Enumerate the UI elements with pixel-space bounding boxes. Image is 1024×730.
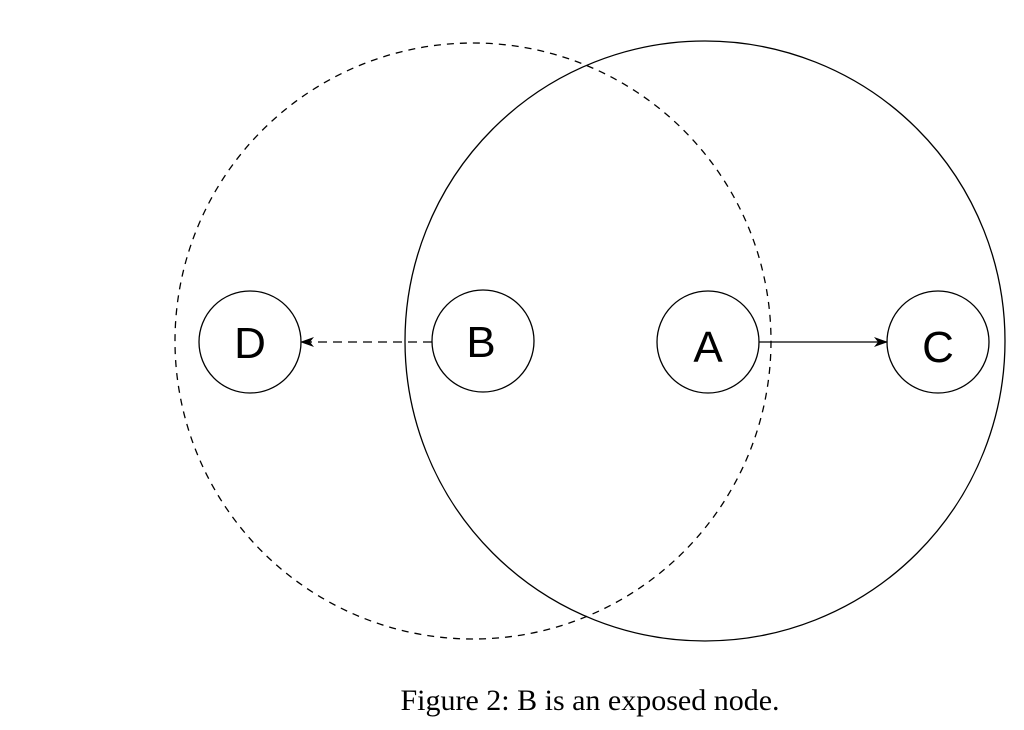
node-c-label: C bbox=[922, 323, 954, 372]
figure-caption: Figure 2: B is an exposed node. bbox=[400, 684, 780, 717]
node-b-label: B bbox=[466, 318, 495, 367]
node-d-label: D bbox=[234, 319, 266, 368]
range-circle-a-solid bbox=[404, 40, 1006, 642]
node-a-label: A bbox=[693, 323, 723, 372]
node-b bbox=[431, 289, 535, 393]
range-circle-b-dashed bbox=[174, 42, 772, 640]
